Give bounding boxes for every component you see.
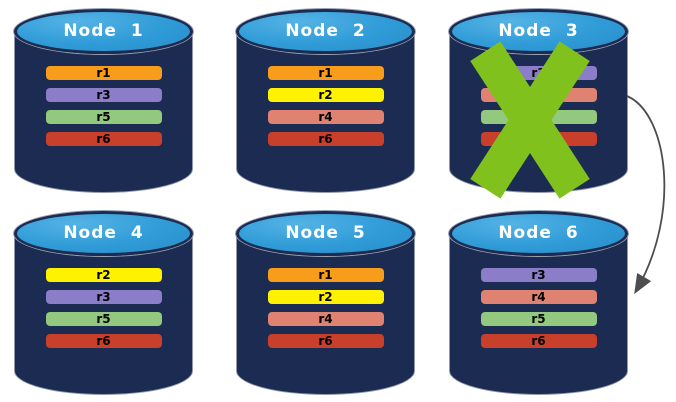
- node-title: Node 5: [285, 223, 366, 243]
- replica-label: r3: [96, 290, 111, 304]
- cylinder-top: Node 3: [449, 9, 628, 54]
- cylinder-top: Node 2: [236, 9, 415, 54]
- node-title: Node 3: [498, 21, 579, 41]
- replica-bar: r6: [267, 334, 384, 348]
- replica-list: r1 r2 r4 r6: [236, 66, 415, 146]
- node-5-cylinder: Node 5 r1 r2 r4 r6: [236, 211, 415, 395]
- replica-bar: r6: [45, 132, 162, 146]
- cylinder-top: Node 5: [236, 211, 415, 256]
- replica-label: r1: [318, 268, 333, 282]
- node-title: Node 4: [63, 223, 144, 243]
- replica-label: r2: [318, 290, 333, 304]
- node-3-cylinder: Node 3 r3 r4 r5 r6: [449, 9, 628, 199]
- replica-label: r6: [96, 334, 111, 348]
- node-4-cylinder: Node 4 r2 r3 r5 r6: [14, 211, 193, 395]
- node-2-cylinder: Node 2 r1 r2 r4 r6: [236, 9, 415, 193]
- replica-bar: r3: [45, 88, 162, 102]
- node-title: Node 1: [63, 21, 144, 41]
- replica-bar: r3: [45, 290, 162, 304]
- replica-bar: r1: [45, 66, 162, 80]
- replica-bar: r1: [267, 268, 384, 282]
- replica-label: r5: [96, 312, 111, 326]
- cylinder-top: Node 6: [449, 211, 628, 256]
- replica-label: r6: [318, 132, 333, 146]
- replica-bar: r4: [480, 88, 597, 102]
- replica-bar: r2: [267, 290, 384, 304]
- replica-label: r5: [96, 110, 111, 124]
- replica-bar: r3: [480, 66, 597, 80]
- replica-list: r1 r3 r5 r6: [14, 66, 193, 146]
- arrow-curve: [626, 95, 666, 295]
- replica-bar: r2: [45, 268, 162, 282]
- cylinder-top: Node 4: [14, 211, 193, 256]
- node-6-cylinder: Node 6 r3 r4 r5 r6: [449, 211, 628, 395]
- replica-bar: r2: [267, 88, 384, 102]
- replica-label: r3: [96, 88, 111, 102]
- replica-bar: r6: [45, 334, 162, 348]
- replica-label: r6: [531, 132, 546, 146]
- replica-bar: r4: [267, 110, 384, 124]
- replica-bar: r6: [480, 334, 597, 348]
- replica-label: r4: [318, 110, 333, 124]
- replica-bar: r1: [267, 66, 384, 80]
- replica-bar: r5: [45, 312, 162, 326]
- replica-label: r4: [531, 88, 546, 102]
- replica-list: r1 r2 r4 r6: [236, 268, 415, 348]
- replica-bar: r4: [267, 312, 384, 326]
- replica-label: r4: [531, 290, 546, 304]
- node-title: Node 2: [285, 21, 366, 41]
- replica-label: r4: [318, 312, 333, 326]
- replica-label: r6: [96, 132, 111, 146]
- replica-label: r1: [96, 66, 111, 80]
- replica-label: r2: [96, 268, 111, 282]
- cylinder-top: Node 1: [14, 9, 193, 54]
- replica-label: r6: [318, 334, 333, 348]
- replica-bar: r6: [267, 132, 384, 146]
- replica-bar: r5: [480, 110, 597, 124]
- replica-bar: r3: [480, 268, 597, 282]
- replica-label: r6: [531, 334, 546, 348]
- replica-label: r2: [318, 88, 333, 102]
- replica-list: r3 r4 r5 r6: [449, 268, 628, 348]
- replica-label: r1: [318, 66, 333, 80]
- replica-bar: r6: [480, 132, 597, 146]
- replica-list: r2 r3 r5 r6: [14, 268, 193, 348]
- replica-label: r3: [531, 268, 546, 282]
- replica-label: r5: [531, 110, 546, 124]
- replica-bar: r5: [480, 312, 597, 326]
- node-1-cylinder: Node 1 r1 r3 r5 r6: [14, 9, 193, 193]
- node-title: Node 6: [498, 223, 579, 243]
- replica-label: r3: [531, 66, 546, 80]
- replica-list: r3 r4 r5 r6: [449, 66, 628, 146]
- replica-bar: r4: [480, 290, 597, 304]
- replica-bar: r5: [45, 110, 162, 124]
- replica-label: r5: [531, 312, 546, 326]
